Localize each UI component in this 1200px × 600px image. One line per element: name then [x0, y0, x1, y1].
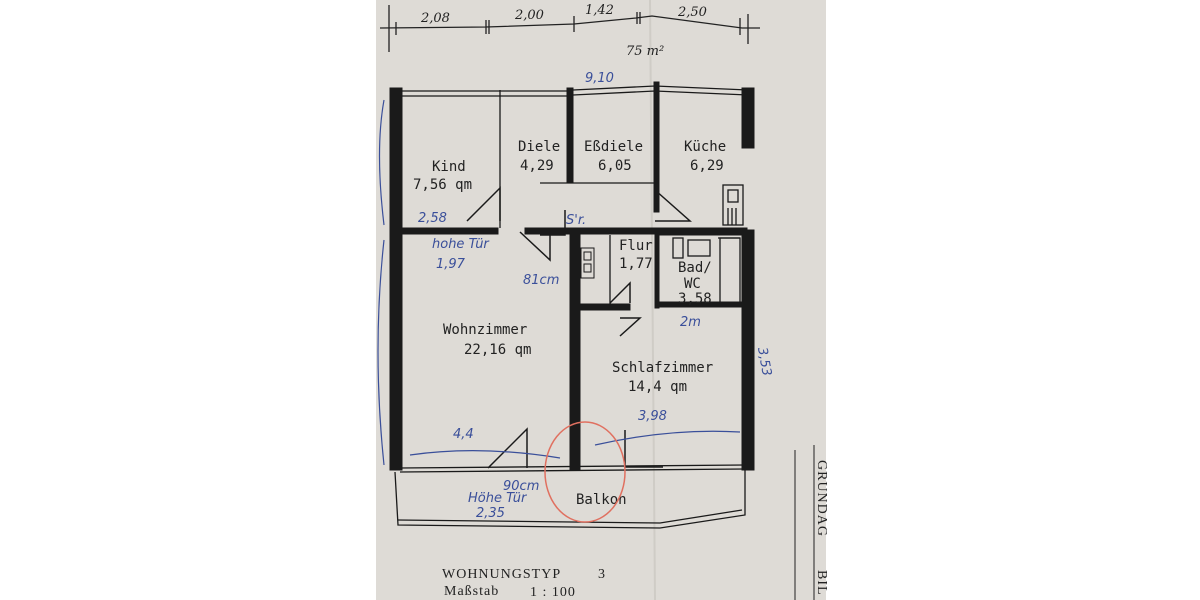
scale-value: 1 : 100	[530, 585, 576, 600]
note-door-height-2: 2,35	[476, 506, 505, 521]
pen-marks	[377, 99, 741, 466]
stove-icon	[580, 247, 595, 279]
note-door-height-1: 1,97	[436, 257, 466, 272]
paper-sheet	[376, 0, 826, 600]
note-schlaf-width: 3,98	[638, 409, 667, 424]
room-essdiele-name: Eßdiele	[584, 139, 643, 155]
dim-2: 2,00	[514, 8, 544, 23]
note-door-width: 81cm	[523, 273, 559, 288]
red-circle-mark	[544, 421, 626, 523]
total-area: 75 m²	[626, 44, 664, 59]
room-kueche-area: 6,29	[690, 158, 724, 174]
room-bad-name: Bad/	[678, 260, 712, 276]
note-balkon-door-width: 90cm	[503, 479, 539, 494]
dimension-line	[379, 5, 760, 52]
room-bad-area: 3,58	[678, 291, 712, 307]
room-diele-area: 4,29	[520, 158, 554, 174]
room-kind-area: 7,56 qm	[413, 177, 472, 193]
stamp-text-2: BIL	[814, 570, 829, 596]
dim-4: 2,50	[677, 5, 707, 20]
room-kueche-name: Küche	[684, 139, 726, 155]
note-kind-width: 2,58	[418, 211, 447, 226]
dim-3: 1,42	[585, 3, 614, 18]
room-flur-area: 1,77	[619, 256, 653, 272]
room-diele-name: Diele	[518, 139, 560, 155]
room-schlafzimmer-area: 14,4 qm	[628, 379, 687, 395]
dim-1: 2,08	[420, 11, 450, 26]
walls	[389, 81, 755, 471]
note-schlaf-right: 3,53	[754, 346, 774, 377]
note-wohn-width: 4,4	[453, 427, 474, 442]
room-bad-name2: WC	[684, 276, 701, 292]
room-kind-name: Kind	[432, 159, 466, 175]
type-label: WOHNUNGSTYP	[442, 567, 561, 582]
note-width-total: 9,10	[585, 71, 614, 86]
type-value: 3	[598, 567, 606, 582]
kitchen-counter	[722, 184, 744, 226]
stamp-text-1: GRUNDAG	[814, 460, 829, 537]
note-door-height-1-label: hohe Tür	[432, 237, 490, 252]
thin-lines	[394, 85, 749, 529]
room-wohnzimmer-name: Wohnzimmer	[443, 322, 527, 338]
note-sr: S'r.	[566, 213, 586, 228]
paper-fold	[649, 0, 656, 600]
note-door-height-2-label: Höhe Tür	[468, 491, 528, 506]
note-schlaf-depth: 2m	[680, 315, 701, 330]
room-flur-name: Flur	[619, 238, 653, 254]
room-balkon-name: Balkon	[576, 492, 627, 508]
room-wohnzimmer-area: 22,16 qm	[464, 342, 531, 358]
room-essdiele-area: 6,05	[598, 158, 632, 174]
room-schlafzimmer-name: Schlafzimmer	[612, 360, 713, 376]
scale-label: Maßstab	[444, 584, 499, 599]
